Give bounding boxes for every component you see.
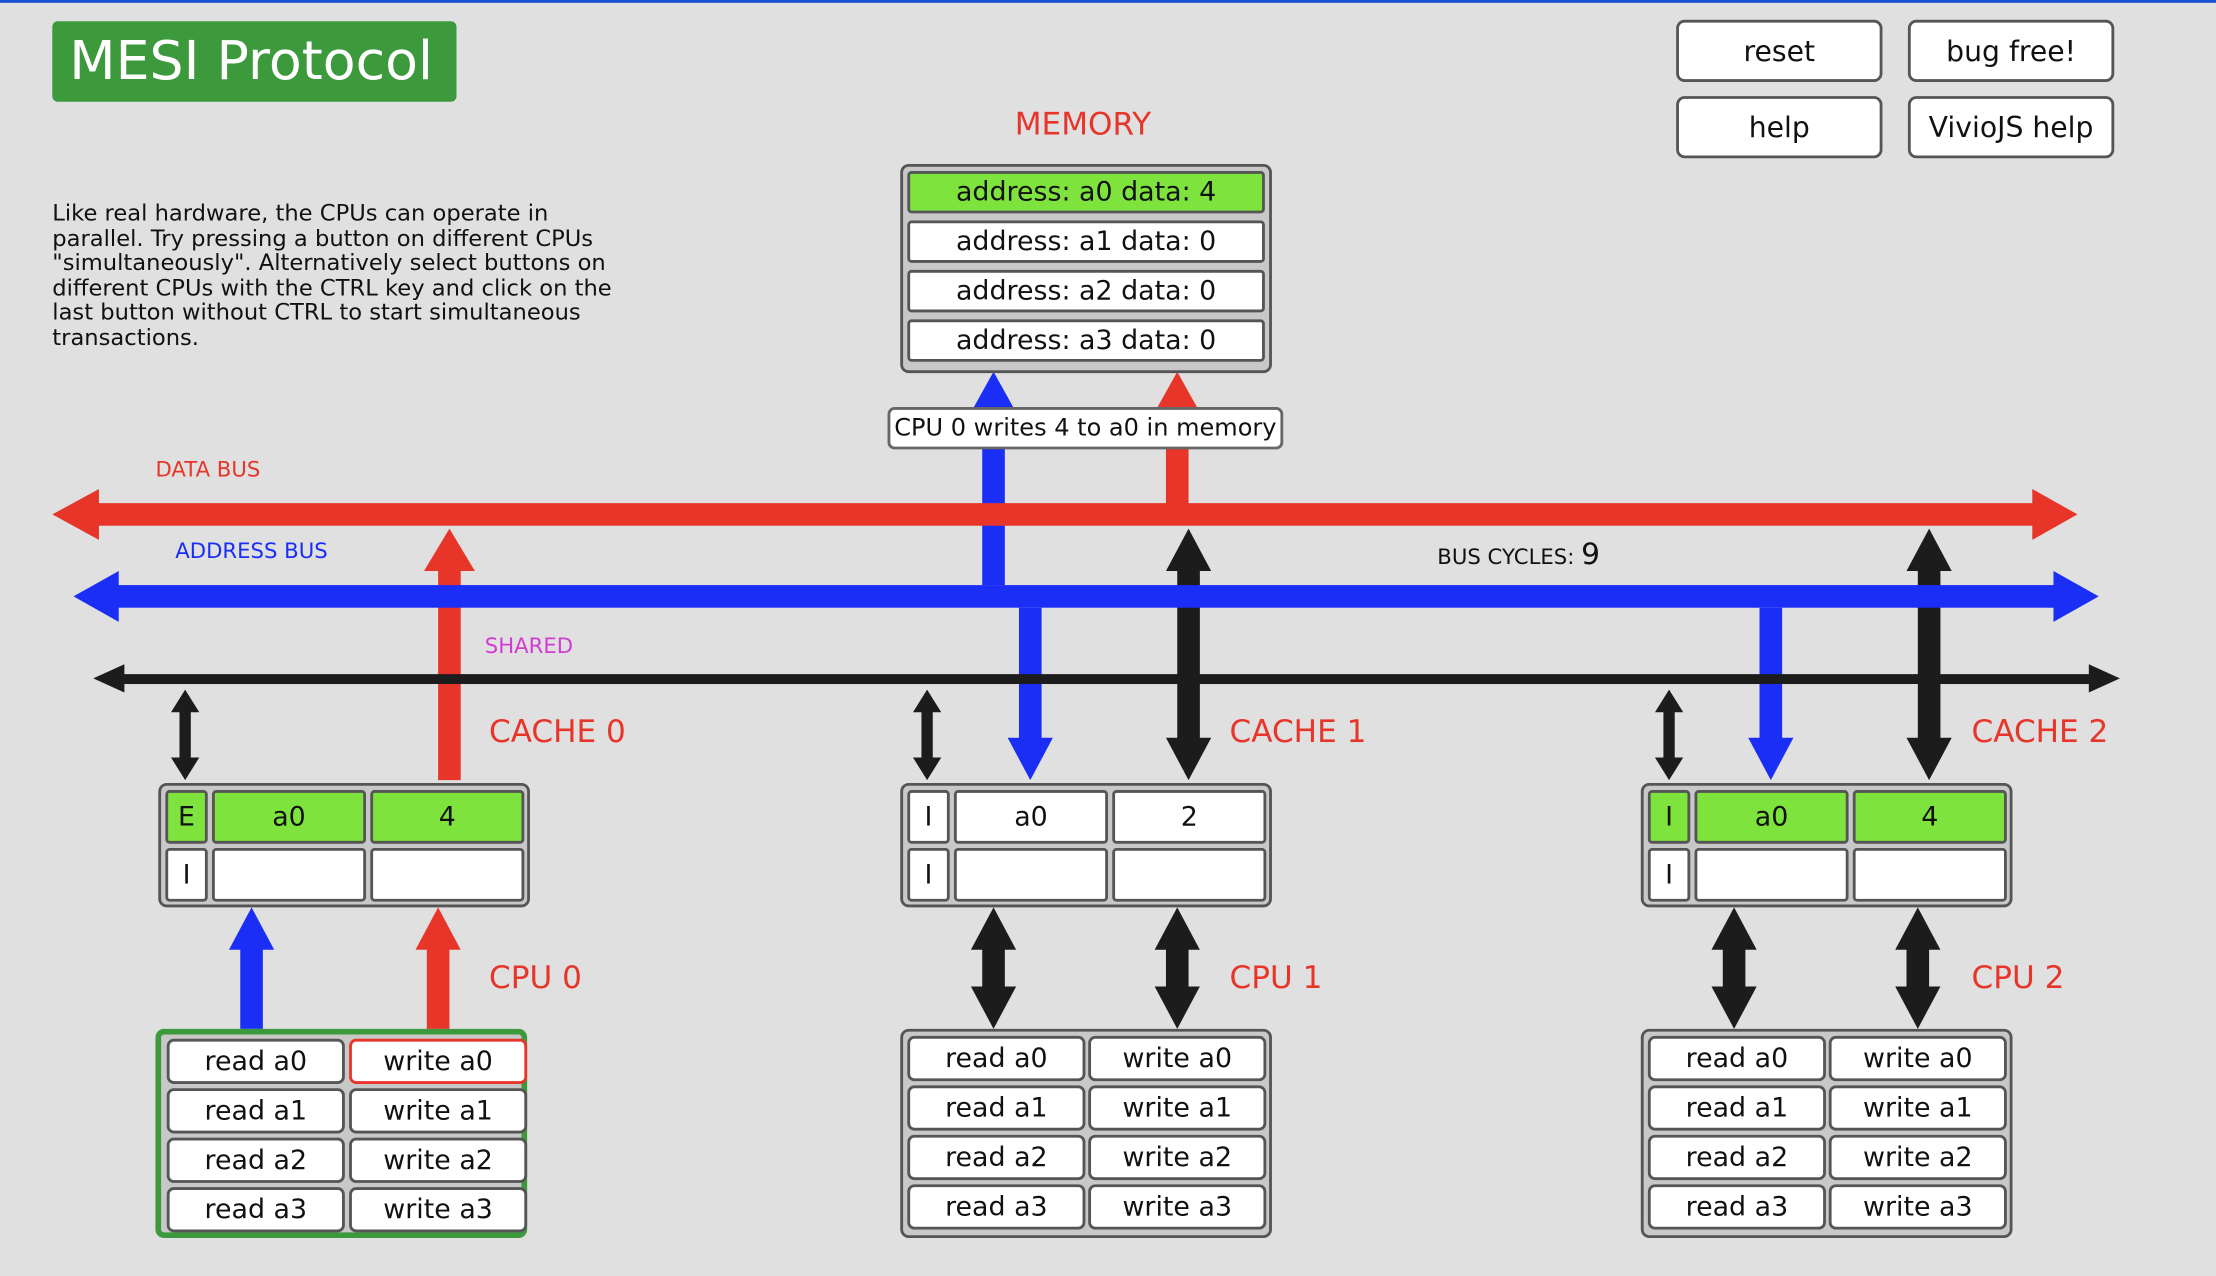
cpu2-read-a3-button[interactable]: read a3 (1647, 1184, 1826, 1230)
arrow-cpu1-write (1154, 907, 1200, 1029)
cpu1-write-a2-button[interactable]: write a2 (1088, 1134, 1267, 1181)
address-bus (73, 570, 2099, 622)
memory-panel: address: a0 data: 4 address: a1 data: 0 … (900, 163, 1272, 374)
data-bus (52, 488, 2078, 540)
cache-state: I (907, 790, 950, 844)
viviojs-help-button[interactable]: VivioJS help (1907, 96, 2115, 159)
cpu2-read-a2-button[interactable]: read a2 (1647, 1134, 1826, 1181)
arrow-cpu2-write (1895, 907, 1941, 1029)
cache-address: a0 (953, 790, 1109, 844)
transaction-tooltip: CPU 0 writes 4 to a0 in memory (887, 407, 1284, 450)
cpu1-read-a1-button[interactable]: read a1 (907, 1085, 1086, 1131)
window-top-border (0, 0, 2216, 3)
memory-row: address: a3 data: 0 (907, 319, 1265, 362)
bus-cycles-value: 9 (1581, 537, 1601, 571)
cpu0-write-a1-button[interactable]: write a1 (349, 1088, 528, 1134)
memory-row: address: a0 data: 4 (907, 171, 1265, 214)
cpu-0-label: CPU 0 (488, 961, 582, 997)
cache-data: 4 (1852, 790, 2007, 844)
cache-data: 4 (370, 790, 525, 844)
cache-address (211, 847, 367, 902)
cpu1-read-a2-button[interactable]: read a2 (907, 1134, 1086, 1181)
bug-free-button[interactable]: bug free! (1907, 19, 2115, 82)
shared-bus-label: SHARED (484, 633, 574, 659)
cpu-1-panel: read a0 write a0 read a1 write a1 read a… (900, 1028, 1272, 1239)
cache-state: I (1647, 790, 1691, 844)
memory-label: MEMORY (1014, 107, 1152, 143)
arrow-shared-cache1 (912, 689, 942, 781)
cache-1: I a0 2 I (900, 782, 1272, 908)
bus-cycles-label: BUS CYCLES: (1437, 544, 1575, 570)
cache-1-label: CACHE 1 (1229, 715, 1367, 751)
arrow-memory-address (972, 371, 1015, 586)
arrow-cpu0-write (415, 907, 461, 1029)
cache-address (1694, 847, 1849, 902)
page-title: MESI Protocol (52, 21, 457, 102)
cpu2-read-a1-button[interactable]: read a1 (1647, 1085, 1826, 1131)
data-bus-label: DATA BUS (155, 456, 261, 482)
bus-cycles: BUS CYCLES: 9 (1437, 537, 1600, 571)
cpu0-write-a2-button[interactable]: write a2 (349, 1137, 528, 1183)
arrow-data-cache2 (1906, 528, 1952, 781)
arrow-cpu2-read (1711, 907, 1757, 1029)
cpu0-read-a1-button[interactable]: read a1 (166, 1088, 345, 1134)
shared-bus (93, 664, 2120, 693)
cpu0-read-a2-button[interactable]: read a2 (166, 1137, 345, 1183)
memory-row: address: a1 data: 0 (907, 220, 1265, 263)
memory-row: address: a2 data: 0 (907, 269, 1265, 313)
cache-0-label: CACHE 0 (488, 715, 626, 751)
cpu-1-label: CPU 1 (1229, 961, 1323, 997)
cache-state: I (1647, 847, 1691, 902)
reset-button[interactable]: reset (1676, 19, 1883, 82)
cache-address: a0 (211, 790, 367, 844)
cpu2-read-a0-button[interactable]: read a0 (1647, 1035, 1826, 1082)
cache-2: I a0 4 I (1640, 782, 2013, 908)
cpu1-write-a0-button[interactable]: write a0 (1088, 1035, 1267, 1082)
cache-data: 2 (1112, 790, 1267, 844)
arrow-cache0-data (423, 528, 475, 781)
cpu0-read-a3-button[interactable]: read a3 (166, 1187, 345, 1233)
cache-state: I (165, 847, 208, 902)
cpu1-write-a3-button[interactable]: write a3 (1088, 1184, 1267, 1230)
cache-state: I (907, 847, 950, 902)
arrow-shared-cache2 (1654, 689, 1684, 781)
cpu0-read-a0-button[interactable]: read a0 (166, 1038, 345, 1084)
arrow-cpu1-read (970, 907, 1017, 1029)
cache-state: E (165, 790, 208, 844)
cpu-2-label: CPU 2 (1971, 961, 2065, 997)
cpu2-write-a0-button[interactable]: write a0 (1828, 1035, 2007, 1082)
arrow-shared-cache0 (171, 689, 200, 781)
cpu0-write-a0-button[interactable]: write a0 (349, 1038, 528, 1084)
address-bus-label: ADDRESS BUS (175, 538, 328, 564)
cpu1-read-a0-button[interactable]: read a0 (907, 1035, 1086, 1082)
cpu2-write-a2-button[interactable]: write a2 (1828, 1134, 2007, 1181)
cpu-2-panel: read a0 write a0 read a1 write a1 read a… (1640, 1028, 2013, 1239)
cache-0: E a0 4 I (158, 782, 530, 908)
cpu-0-panel: read a0 write a0 read a1 write a1 read a… (155, 1028, 528, 1239)
cpu0-write-a3-button[interactable]: write a3 (349, 1187, 528, 1233)
cache-2-label: CACHE 2 (1971, 715, 2109, 751)
cache-address: a0 (1694, 790, 1849, 844)
arrow-data-cache1 (1165, 528, 1212, 781)
cache-data (1112, 847, 1267, 902)
arrow-address-cache2 (1748, 607, 1794, 781)
cache-data (370, 847, 525, 902)
cpu1-write-a1-button[interactable]: write a1 (1088, 1085, 1267, 1131)
cache-address (953, 847, 1109, 902)
cpu1-read-a3-button[interactable]: read a3 (907, 1184, 1086, 1230)
help-button[interactable]: help (1676, 96, 1883, 159)
cpu2-write-a3-button[interactable]: write a3 (1828, 1184, 2007, 1230)
intro-text: Like real hardware, the CPUs can operate… (52, 199, 612, 350)
cpu2-write-a1-button[interactable]: write a1 (1828, 1085, 2007, 1131)
cache-data (1852, 847, 2007, 902)
arrow-cpu0-read (228, 907, 275, 1029)
arrow-address-cache1 (1007, 607, 1053, 781)
